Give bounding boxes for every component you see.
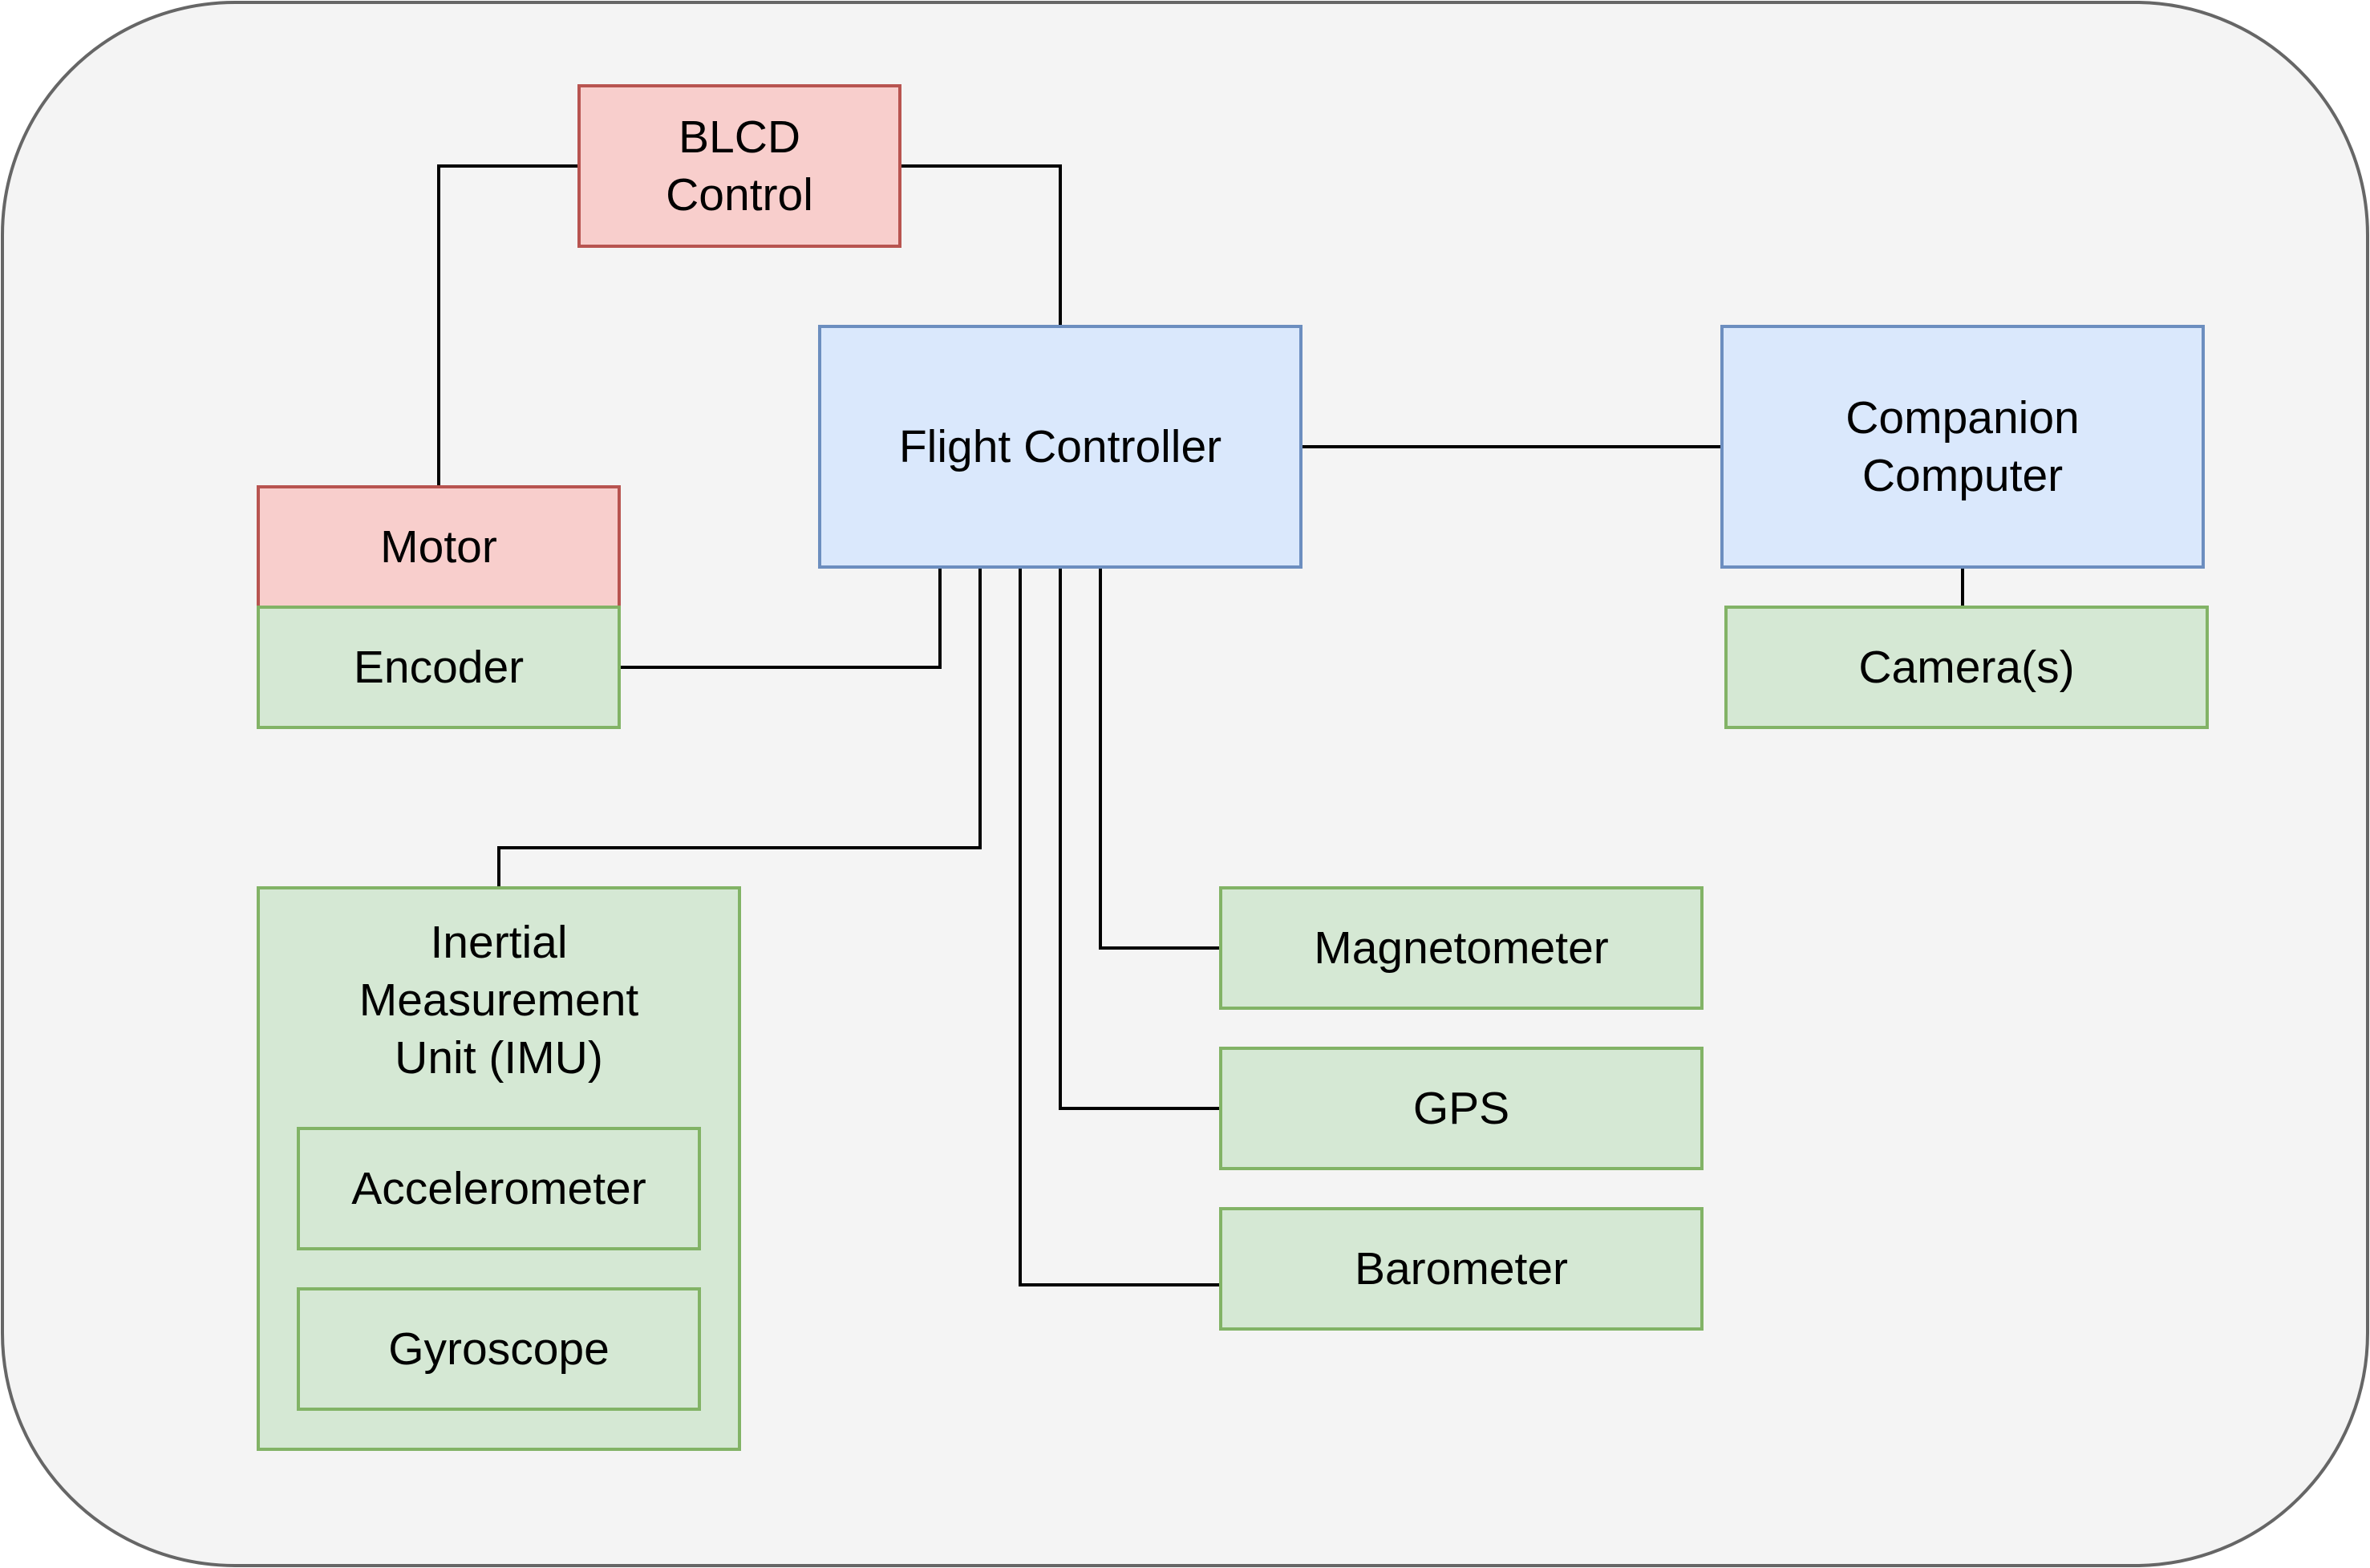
node-gyroscope[interactable]: Gyroscope — [297, 1287, 701, 1411]
node-gps-box — [1219, 1047, 1704, 1170]
node-gyroscope-box — [297, 1287, 701, 1411]
node-encoder-label: Encoder — [354, 642, 524, 693]
node-flight-controller[interactable]: Flight Controller — [818, 325, 1302, 569]
node-motor-label: Motor — [380, 521, 497, 573]
connector-flight-controller-gps — [1059, 567, 1221, 1110]
node-magnetometer[interactable]: Magnetometer — [1219, 886, 1704, 1010]
node-companion-computer-label-line: Computer — [1862, 450, 2063, 501]
node-cameras-box — [1724, 606, 2209, 729]
node-magnetometer-box — [1219, 886, 1704, 1010]
node-barometer-box — [1219, 1207, 1704, 1331]
node-encoder[interactable]: Encoder — [257, 606, 621, 729]
node-accelerometer-box — [297, 1127, 701, 1250]
node-motor-label-line: Motor — [380, 521, 497, 573]
node-cameras-label-line: Camera(s) — [1858, 642, 2074, 693]
node-barometer-label-line: Barometer — [1355, 1243, 1568, 1295]
node-barometer[interactable]: Barometer — [1219, 1207, 1704, 1331]
node-gyroscope-label-line: Gyroscope — [388, 1323, 610, 1375]
node-blcd-control-label-line: Control — [666, 169, 813, 221]
node-barometer-label: Barometer — [1355, 1243, 1568, 1295]
node-gps-label-line: GPS — [1413, 1083, 1509, 1134]
node-magnetometer-label: Magnetometer — [1314, 922, 1609, 974]
node-motor[interactable]: Motor — [257, 485, 621, 609]
node-gps[interactable]: GPS — [1219, 1047, 1704, 1170]
node-accelerometer-label: Accelerometer — [351, 1163, 646, 1214]
connector-blcd-motor — [437, 164, 579, 487]
connector-flight-controller-barometer — [1019, 567, 1221, 1286]
node-imu-label-line: Inertial — [430, 917, 567, 968]
node-flight-controller-box — [818, 325, 1302, 569]
node-motor-box — [257, 485, 621, 609]
node-encoder-label-line: Encoder — [354, 642, 524, 693]
node-accelerometer-label-line: Accelerometer — [351, 1163, 646, 1214]
node-blcd-control-label-line: BLCD — [679, 111, 800, 163]
node-cameras[interactable]: Camera(s) — [1724, 606, 2209, 729]
node-flight-controller-label-line: Flight Controller — [899, 421, 1221, 472]
connector-flight-controller-encoder — [619, 567, 942, 669]
node-cameras-label: Camera(s) — [1858, 642, 2074, 693]
node-magnetometer-label-line: Magnetometer — [1314, 922, 1609, 974]
node-gyroscope-label: Gyroscope — [388, 1323, 610, 1375]
connector-flight-controller-magnetometer — [1099, 567, 1221, 950]
node-blcd-control[interactable]: BLCD Control — [577, 84, 901, 248]
node-imu-label-line: Measurement — [359, 974, 639, 1026]
node-flight-controller-label: Flight Controller — [899, 421, 1221, 472]
node-imu-label-line: Unit (IMU) — [395, 1032, 603, 1084]
node-gps-label: GPS — [1413, 1083, 1509, 1134]
node-companion-computer-label-line: Companion — [1845, 392, 2080, 444]
node-companion-computer-box — [1720, 325, 2205, 569]
connectors — [437, 127, 1964, 1286]
node-encoder-box — [257, 606, 621, 729]
node-accelerometer[interactable]: Accelerometer — [297, 1127, 701, 1250]
connector-flight-controller-imu — [497, 567, 982, 888]
node-blcd-control-label: BLCD Control — [666, 111, 813, 221]
node-blcd-control-box — [577, 84, 901, 248]
